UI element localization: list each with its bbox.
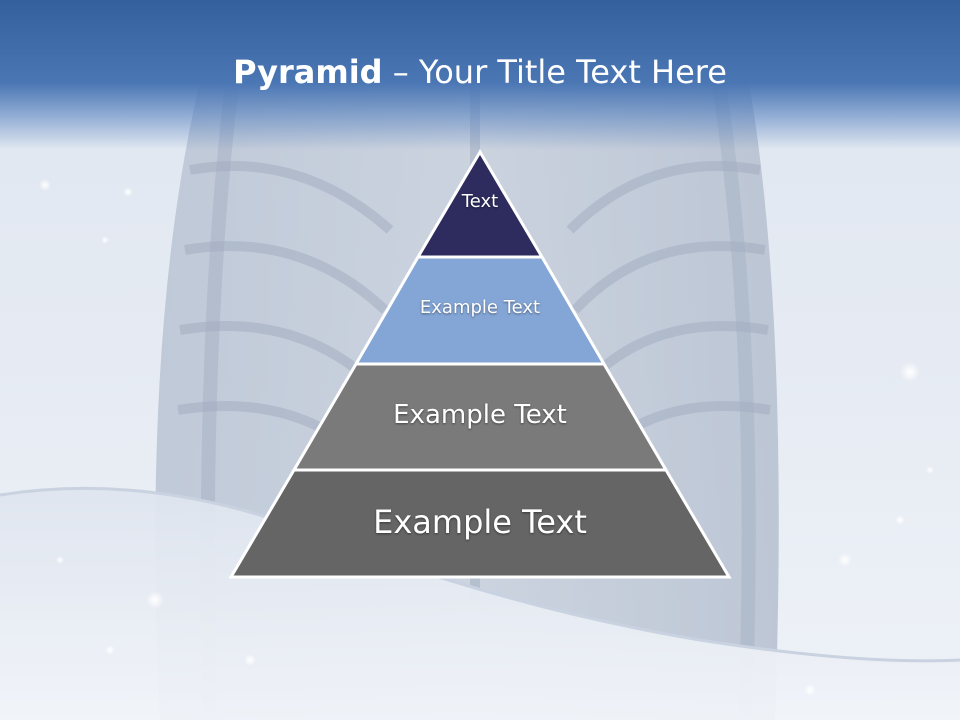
- title-bold: Pyramid: [233, 53, 383, 91]
- title-rest: – Your Title Text Here: [382, 53, 727, 91]
- title-bar: [0, 0, 960, 150]
- snow-drift: [0, 488, 960, 720]
- pyramid-level-4: [228, 468, 732, 579]
- snow-sparkles: [39, 179, 934, 696]
- pyramid-level-4-label: Example Text: [373, 503, 587, 541]
- pyramid-level-3-label: Example Text: [393, 400, 567, 430]
- pyramid-level-2-label: Example Text: [419, 297, 541, 318]
- pyramid-level-1-label: Text: [461, 191, 499, 212]
- slide-title: Pyramid – Your Title Text Here: [0, 50, 960, 94]
